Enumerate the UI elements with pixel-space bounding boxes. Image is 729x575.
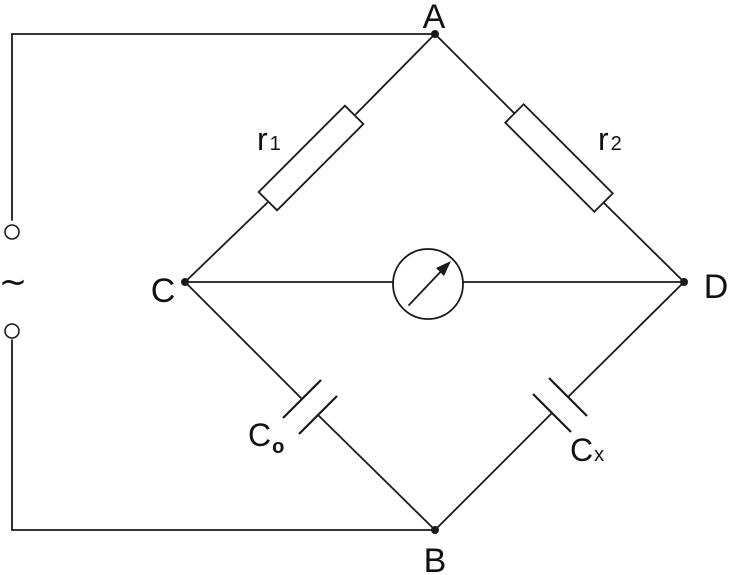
ac-source-symbol: ~ xyxy=(0,262,27,302)
wire-a-r1 xyxy=(355,33,436,115)
resistor-r2-subscript: 2 xyxy=(611,133,622,155)
wire-cx-b xyxy=(434,412,553,531)
capacitor-c0-plate-1 xyxy=(282,379,322,419)
galvanometer-arrow-icon xyxy=(436,261,451,276)
node-d-label: D xyxy=(704,268,729,306)
wire-c-c0 xyxy=(184,281,303,400)
wire-a-r2 xyxy=(434,33,515,114)
source-terminal-bottom xyxy=(4,323,20,339)
capacitor-cx-plate-1 xyxy=(548,377,588,417)
wire-source-top xyxy=(11,33,436,221)
capacitor-c0-plate-2 xyxy=(298,395,338,435)
wire-r2-d xyxy=(603,202,685,283)
wire-c0-b xyxy=(317,414,436,531)
wire-r1-c xyxy=(184,202,268,283)
resistor-r2-symbol: r xyxy=(598,121,609,157)
wire-source-bottom xyxy=(11,339,436,531)
capacitor-cx-plate-2 xyxy=(532,393,572,433)
source-terminal-top xyxy=(4,224,20,240)
node-b-dot xyxy=(431,526,439,534)
node-d-dot xyxy=(680,278,688,286)
node-c-label: C xyxy=(151,272,176,310)
node-c-dot xyxy=(181,278,189,286)
wire-d-cx xyxy=(567,281,685,398)
capacitor-c0-symbol: C xyxy=(248,417,271,453)
resistor-r1-subscript: 1 xyxy=(270,133,281,155)
capacitor-c0-label: Co xyxy=(248,417,284,458)
resistor-r2 xyxy=(503,102,615,214)
resistor-r1-symbol: r xyxy=(257,121,268,157)
capacitor-cx-symbol: C xyxy=(570,432,593,468)
node-b-label: B xyxy=(424,542,447,575)
node-a-dot xyxy=(431,30,439,38)
node-a-label: A xyxy=(423,0,446,36)
capacitor-cx-subscript: x xyxy=(594,444,604,466)
resistor-r1 xyxy=(257,104,365,212)
capacitor-cx-label: Cx xyxy=(570,432,604,468)
capacitor-c0-subscript: o xyxy=(272,436,284,458)
